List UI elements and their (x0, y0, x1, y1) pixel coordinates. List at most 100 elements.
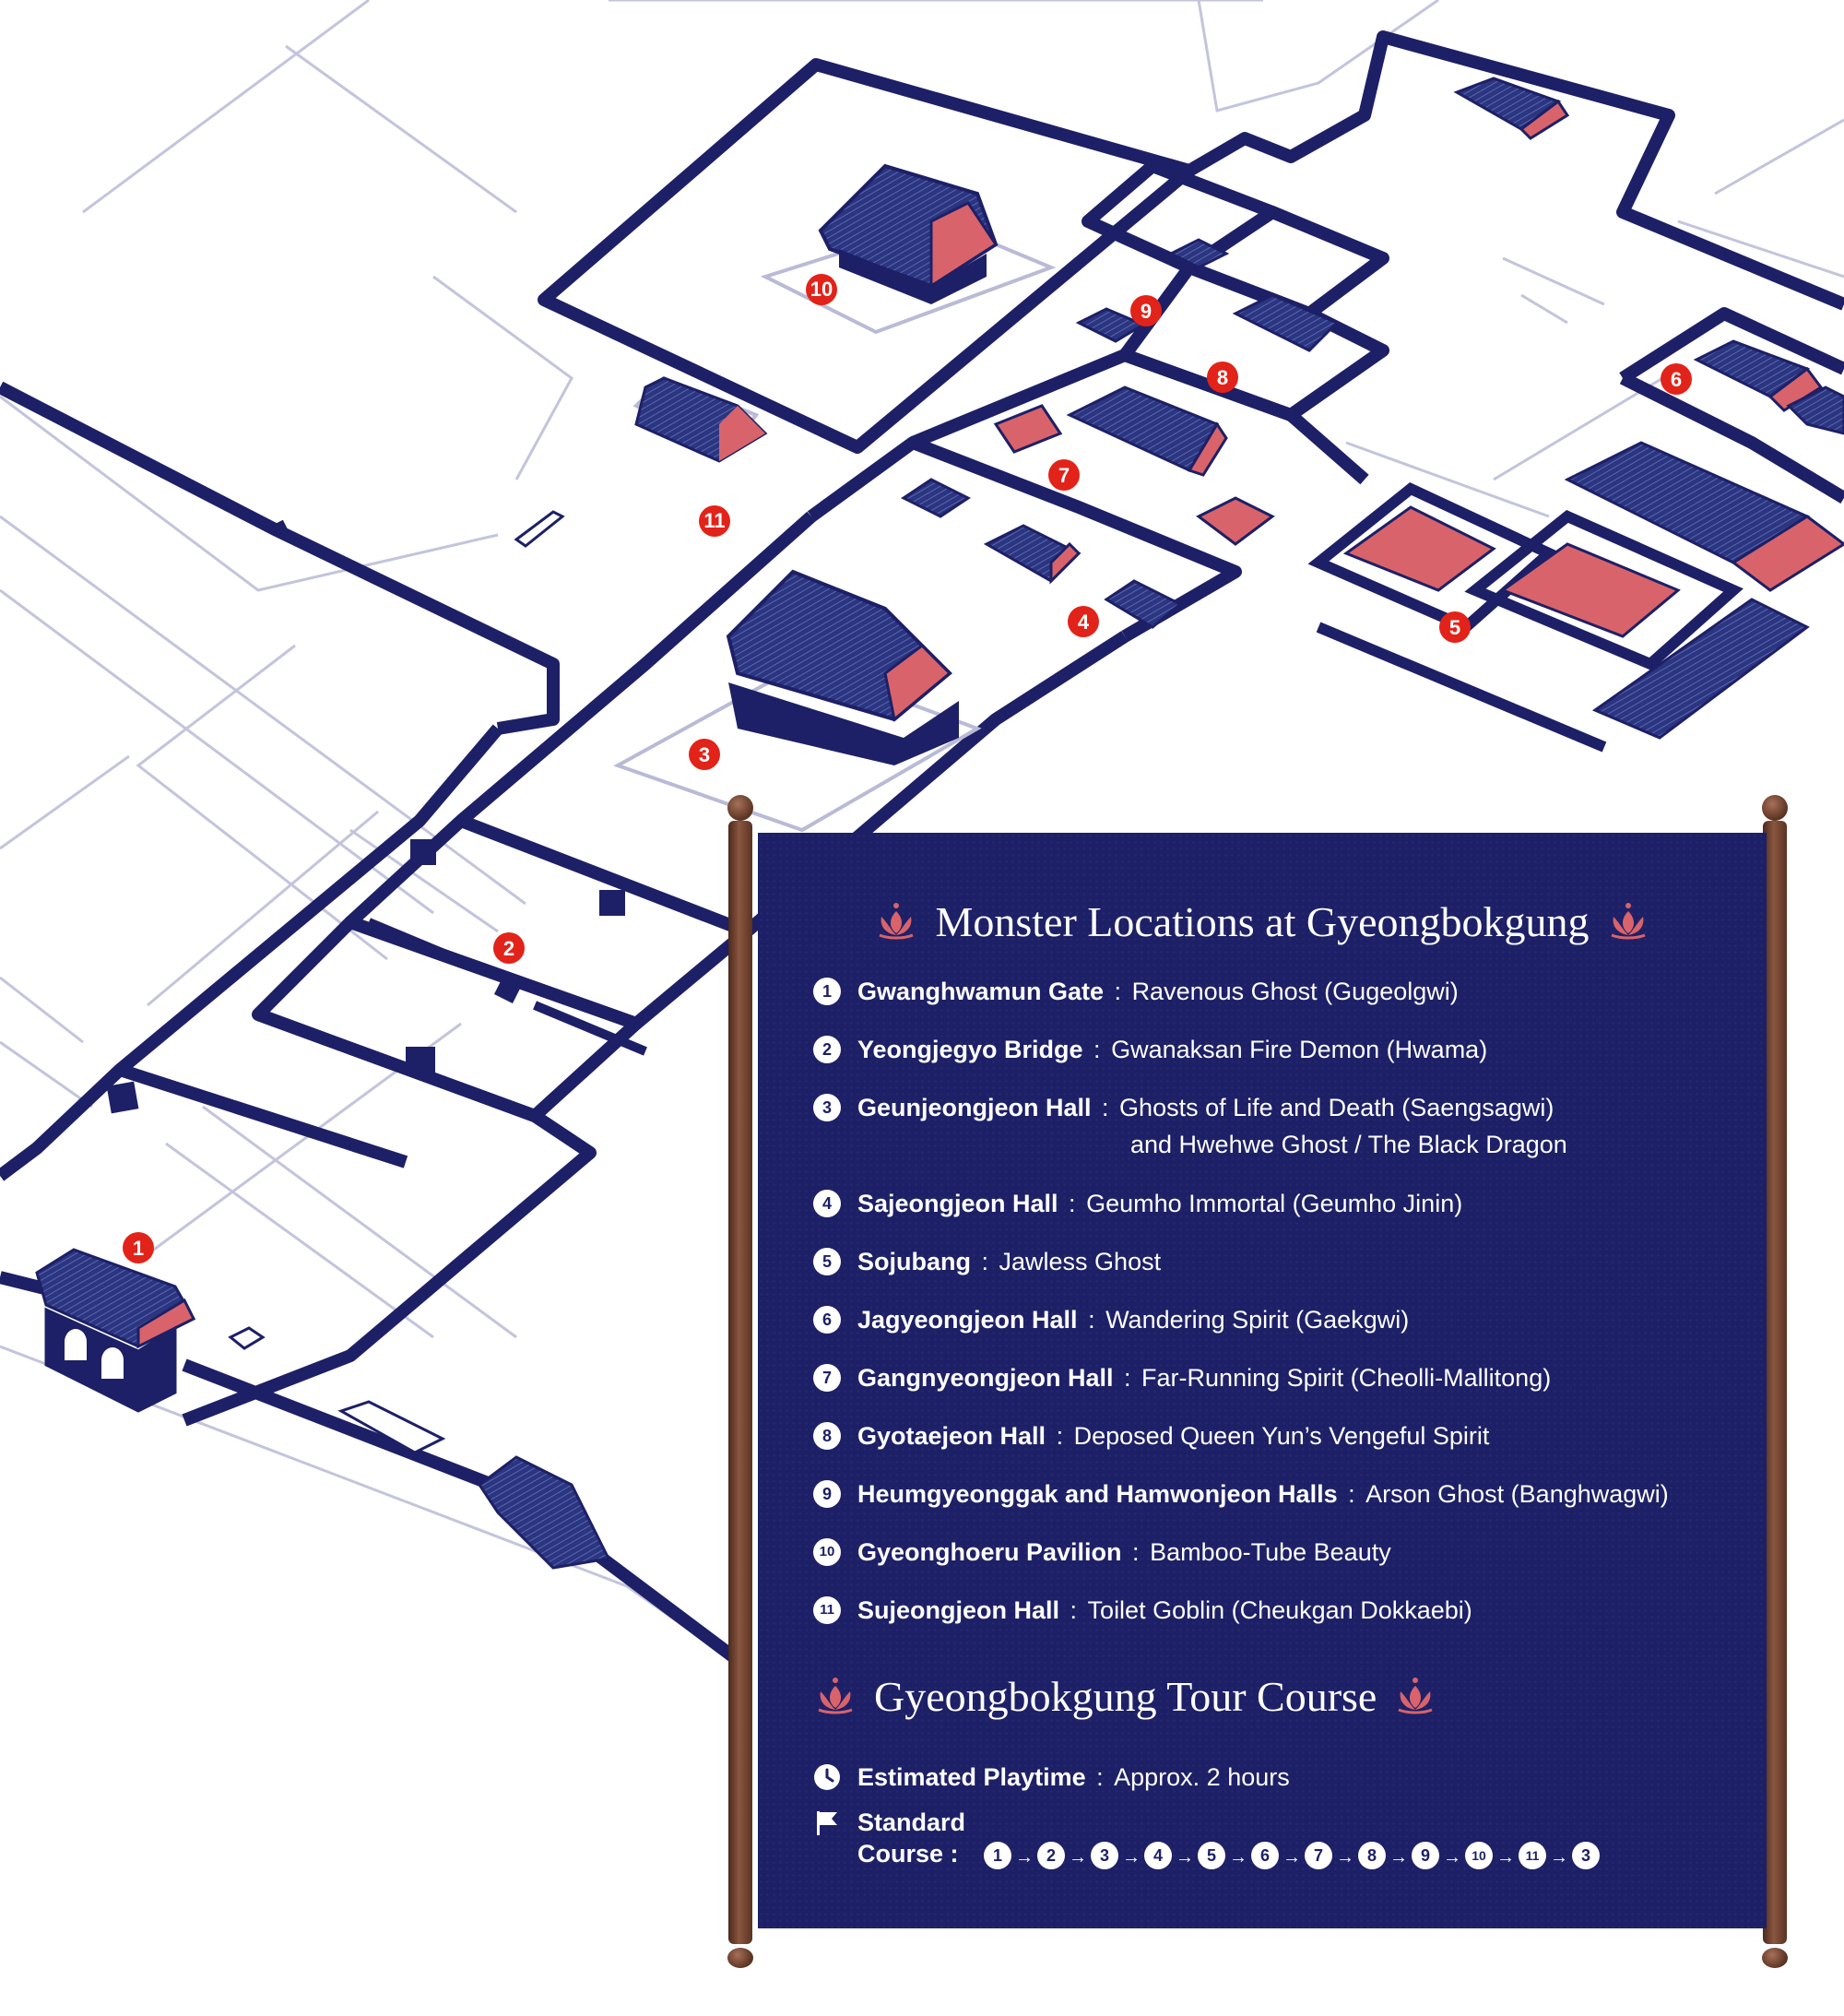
scroll-knob (1762, 795, 1788, 821)
lotus-icon (818, 1678, 853, 1714)
monster-name: Ravenous Ghost (Gugeolgwi) (1131, 978, 1459, 1005)
guard-towers (106, 839, 625, 1114)
scroll-knob (727, 1948, 753, 1968)
svg-text:3: 3 (699, 743, 710, 766)
arrow-icon: → (1336, 1847, 1354, 1868)
entry-number-badge: 6 (813, 1305, 841, 1334)
course-step: 3 (1572, 1842, 1600, 1869)
location-name: Sajeongjeon Hall (857, 1190, 1058, 1217)
location-name: Gyeonghoeru Pavilion (857, 1538, 1122, 1566)
monster-name: Toilet Goblin (Cheukgan Dokkaebi) (1087, 1596, 1472, 1624)
svg-text:9: 9 (1141, 300, 1152, 323)
svg-text:7: 7 (1058, 464, 1070, 487)
monster-name: Ghosts of Life and Death (Saengsagwi) (1119, 1094, 1554, 1121)
arrow-icon: → (1176, 1847, 1194, 1868)
marker-2[interactable]: 2 (493, 932, 525, 964)
legend-title-text: Monster Locations at Gyeongbokgung (935, 897, 1590, 945)
svg-text:1: 1 (133, 1237, 144, 1260)
course-sequence: 1→ 2→ 3→ 4→ 5→ 6→ 7→ 8→ 9→ 10→ 11→ 3 (984, 1842, 1600, 1873)
marker-9[interactable]: 9 (1130, 295, 1162, 326)
lotus-icon (879, 903, 915, 940)
scroll-rod-right (1763, 821, 1787, 1944)
scroll-rod-left (728, 821, 752, 1944)
arrow-icon: → (1283, 1847, 1301, 1868)
svg-text:11: 11 (703, 509, 725, 532)
tour-title-text: Gyeongbokgung Tour Course (874, 1672, 1377, 1720)
gyeonghoeru-pavilion (760, 163, 1057, 335)
outbuildings (228, 510, 611, 1570)
lotus-icon (1398, 1678, 1433, 1714)
course-step: 11 (1519, 1842, 1546, 1869)
legend-title: Monster Locations at Gyeongbokgung (758, 894, 1767, 949)
entry-number-badge: 10 (813, 1537, 841, 1566)
location-markers: 1 2 3 4 5 6 7 8 9 10 11 (123, 274, 1692, 1263)
monster-name: Wandering Spirit (Gaekgwi) (1105, 1306, 1410, 1334)
arrow-icon: → (1496, 1847, 1515, 1868)
entry-number-badge: 11 (813, 1595, 841, 1624)
marker-3[interactable]: 3 (689, 739, 720, 770)
location-name: Geunjeongjeon Hall (857, 1094, 1092, 1121)
inner-halls (901, 77, 1570, 629)
svg-text:10: 10 (810, 278, 833, 301)
location-name: Gangnyeongjeon Hall (857, 1364, 1114, 1392)
yeongjegyo-bridge (367, 918, 647, 1056)
entry-number-badge: 9 (813, 1479, 841, 1508)
arrow-icon: → (1069, 1847, 1087, 1868)
playtime-value: Approx. 2 hours (1114, 1763, 1290, 1791)
standard-course-row: Standard Course : 1→ 2→ 3→ 4→ 5→ 6→ 7→ 8… (813, 1807, 1744, 1880)
monster-name: Jawless Ghost (999, 1248, 1162, 1275)
svg-text:6: 6 (1671, 368, 1682, 391)
arrow-icon: → (1229, 1847, 1247, 1868)
location-name: Yeongjegyo Bridge (857, 1036, 1083, 1063)
arrow-icon: → (1389, 1847, 1408, 1868)
location-name: Gyotaejeon Hall (857, 1422, 1046, 1450)
monster-name: Geumho Immortal (Geumho Jinin) (1086, 1190, 1463, 1217)
ground-outlines (0, 0, 1844, 1653)
course-step: 8 (1358, 1842, 1386, 1869)
marker-8[interactable]: 8 (1207, 362, 1238, 393)
marker-4[interactable]: 4 (1068, 606, 1099, 637)
lotus-icon (1610, 903, 1646, 940)
course-step: 1 (984, 1842, 1011, 1869)
entry-number-badge: 8 (813, 1421, 841, 1450)
arrow-icon: → (1443, 1847, 1461, 1868)
location-name: Gwanghwamun Gate (857, 978, 1105, 1005)
monster-name: Deposed Queen Yun’s Vengeful Spirit (1073, 1422, 1490, 1450)
scroll-knob (1762, 1948, 1788, 1968)
course-step: 5 (1198, 1842, 1225, 1869)
marker-6[interactable]: 6 (1661, 363, 1692, 395)
entry-number-badge: 5 (813, 1247, 841, 1275)
monster-name: Gwanaksan Fire Demon (Hwama) (1111, 1036, 1488, 1063)
tour-title: Gyeongbokgung Tour Course (813, 1668, 1437, 1724)
marker-7[interactable]: 7 (1048, 459, 1080, 491)
svg-text:2: 2 (503, 937, 514, 960)
marker-1[interactable]: 1 (123, 1232, 154, 1263)
sojubang-compound (1307, 441, 1844, 753)
marker-11[interactable]: 11 (699, 505, 730, 537)
location-name: Heumgyeonggak and Hamwonjeon Halls (857, 1480, 1338, 1508)
entry-number-badge: 2 (813, 1035, 841, 1063)
gwanghwamun-gate (35, 1248, 196, 1413)
course-step: 2 (1037, 1842, 1065, 1869)
arrow-icon: → (1122, 1847, 1141, 1868)
course-step: 4 (1144, 1842, 1172, 1869)
course-step: 3 (1091, 1842, 1118, 1869)
course-label: Standard (857, 1808, 966, 1836)
location-name: Jagyeongjeon Hall (857, 1306, 1078, 1334)
entry-number-badge: 1 (813, 977, 841, 1005)
flag-icon (817, 1811, 837, 1835)
entry-number-badge: 3 (813, 1093, 841, 1121)
course-step: 6 (1251, 1842, 1279, 1869)
geunjeongjeon-hall (613, 569, 982, 833)
marker-5[interactable]: 5 (1439, 611, 1471, 643)
clock-icon (814, 1763, 840, 1790)
marker-10[interactable]: 10 (806, 274, 837, 305)
